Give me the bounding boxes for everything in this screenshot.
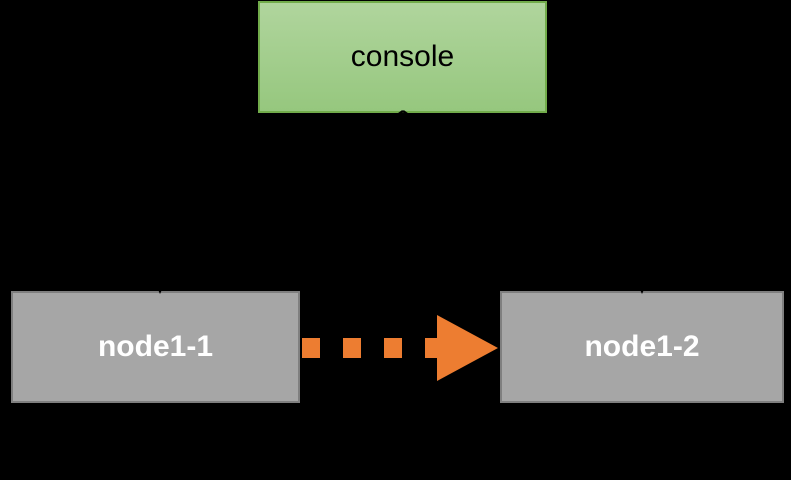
console-to-node1-1-connector	[161, 109, 404, 286]
node1-1-label: node1-1	[97, 330, 214, 363]
node1-1-to-node1-2-arrowhead-icon	[437, 315, 498, 381]
node1-1-box: node1-1	[11, 291, 300, 403]
node1-2-box: node1-2	[500, 291, 784, 403]
console-label: console	[350, 40, 455, 73]
console-box: console	[258, 1, 547, 113]
node1-2-label: node1-2	[584, 330, 700, 363]
console-to-node1-2-connector	[402, 109, 641, 286]
